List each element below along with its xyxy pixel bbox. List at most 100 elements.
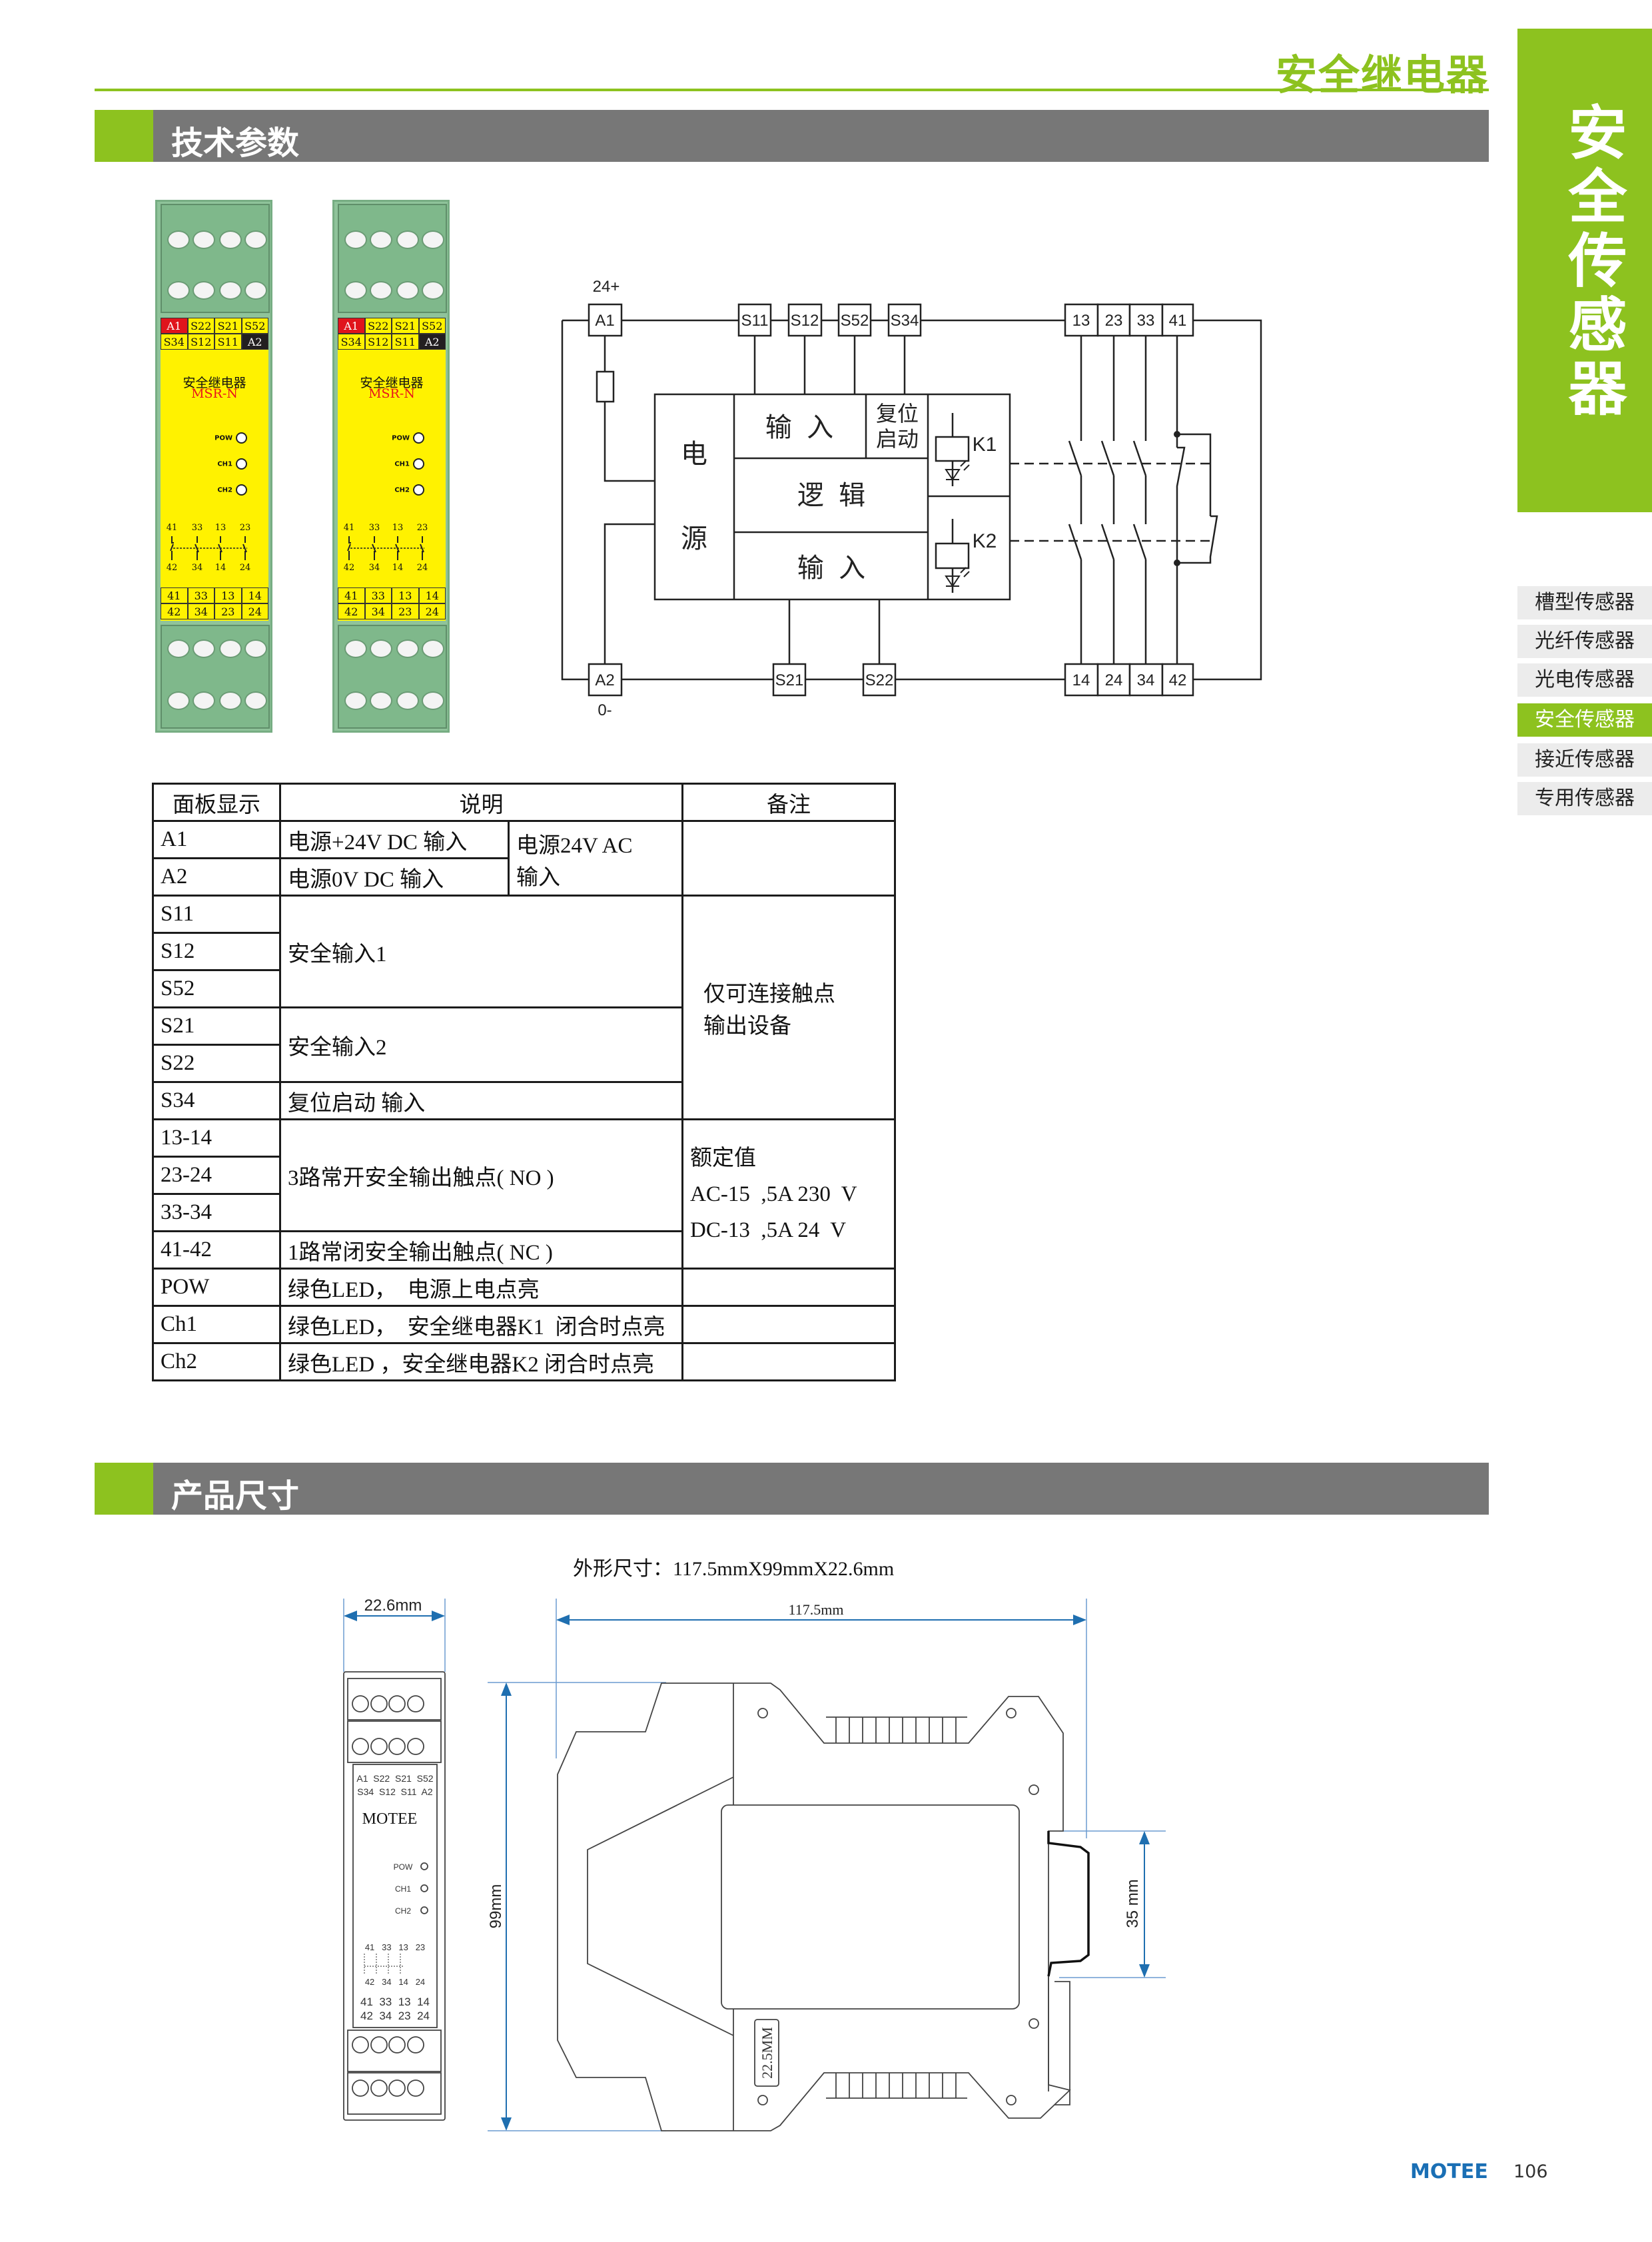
terminal-label: 14: [418, 587, 446, 603]
terminal-label: S11: [392, 334, 419, 350]
front-terminal-labels: A1 S22 S21 S52: [356, 1773, 433, 1784]
terminal-label: S52: [841, 312, 869, 330]
contact-number: 41: [166, 523, 178, 533]
label-panel: 安全继电器 MSR-N POW CH1 CH2 41 33 13 23 42 3…: [161, 318, 268, 621]
table-row: Ch2 绿色LED ，安全继电器K2 闭合时点亮: [152, 1342, 896, 1381]
device-model: MSR-N: [191, 386, 238, 401]
nav-item-fiber-sensor[interactable]: 光纤传感器: [1517, 625, 1652, 658]
row-label: S12: [152, 932, 281, 971]
row-label: Ch2: [152, 1342, 281, 1381]
side-tab-title: 安全传感器: [1559, 102, 1627, 422]
din-rail: [1047, 1831, 1090, 1977]
row-label: S22: [152, 1044, 281, 1083]
row-desc: 1路常闭安全输出触点( NC ): [279, 1230, 683, 1270]
plus-label: 24+: [593, 278, 620, 296]
led-label: POW: [392, 434, 410, 442]
terminal-label: 41: [1169, 312, 1187, 330]
led-ch1: CH1: [201, 458, 247, 470]
table-row: 41-42 1路常闭安全输出触点( NC ): [152, 1230, 895, 1270]
nav-item-proximity-sensor[interactable]: 接近传感器: [1517, 743, 1652, 777]
device-photo: 安全继电器 MSR-N POW CH1 CH2 41 33 13 23 42 3…: [155, 200, 272, 733]
contact-number: 24: [239, 563, 251, 573]
remark-line: AC-15 ,5A 230 V: [690, 1182, 857, 1206]
remark-line: DC-13 ,5A 24 V: [690, 1218, 847, 1242]
table-row: 33-34: [152, 1193, 895, 1232]
row-remark-empty: [681, 1305, 896, 1344]
led-label: CH2: [217, 486, 232, 494]
ac-power-line: 输入: [516, 866, 560, 890]
terminal-label: S22: [364, 318, 392, 334]
terminal-label: 33: [364, 587, 392, 603]
terminal-label: 13: [392, 587, 419, 603]
table-row: S22: [152, 1044, 895, 1083]
terminal-boxes: [588, 303, 1194, 697]
terminal-label: A2: [241, 334, 268, 350]
terminal-label: A1: [595, 312, 614, 330]
category-title: 安全继电器: [1275, 51, 1489, 99]
nav-item-slot-sensor[interactable]: 槽型传感器: [1517, 586, 1652, 619]
led-indicator-icon: [413, 432, 424, 444]
junction-dot: [1174, 560, 1180, 566]
footer-brand: MOTEE: [1410, 2160, 1488, 2183]
terminal-label: 34: [364, 603, 392, 619]
screw-terminal: [370, 281, 392, 300]
contact-number: 42: [166, 563, 178, 573]
nav-item-special-sensor[interactable]: 专用传感器: [1517, 782, 1652, 815]
contact-number: 14: [214, 563, 226, 573]
contact-symbol-icon: [170, 536, 247, 560]
section-header-tech-params: 技术参数: [95, 110, 1489, 162]
terminal-label: A1: [161, 318, 188, 334]
screw-terminal: [422, 281, 444, 300]
junction-dot: [1174, 431, 1180, 438]
row-remark-empty: [681, 820, 896, 897]
remark-line: 仅可连接触点: [703, 982, 835, 1006]
screw-terminal: [370, 639, 392, 658]
table-row: S12: [152, 932, 895, 971]
screw-terminal: [370, 691, 392, 710]
led-indicator-icon: [413, 484, 424, 496]
contact-number: 23: [239, 523, 251, 533]
module-width-label: 22.5MM: [759, 2027, 775, 2079]
terminal-label: A2: [418, 334, 446, 350]
screw-terminal: [167, 691, 190, 710]
row-desc: 绿色LED ，安全继电器K2 闭合时点亮: [279, 1342, 683, 1381]
screw-terminal: [396, 230, 419, 249]
screw-terminal: [167, 639, 190, 658]
row-desc: 电源0V DC 输入: [279, 857, 510, 897]
side-view-outline: [557, 1682, 1071, 2131]
minus-label: 0-: [598, 701, 612, 719]
terminal-label: S21: [214, 318, 242, 334]
terminal-label: S22: [187, 318, 214, 334]
table-row: S34 复位启动 输入: [152, 1081, 895, 1120]
screw-terminal: [422, 691, 444, 710]
row-desc: 安全输入2: [279, 1006, 683, 1083]
device-title: 安全继电器: [360, 376, 424, 390]
terminal-label: 23: [1105, 312, 1123, 330]
terminal-label: 14: [1072, 671, 1090, 689]
nav-item-safety-sensor[interactable]: 安全传感器: [1517, 703, 1652, 737]
led-ch1: CH1: [378, 458, 424, 470]
front-contact-labels: 41 33 13 23: [365, 1942, 425, 1952]
terminal-label: S34: [161, 334, 188, 350]
terminal-block-bottom: [161, 625, 270, 729]
terminal-label: 24: [1105, 671, 1123, 689]
front-contact-symbol-icon: [364, 1954, 403, 1975]
contact-number: 24: [416, 563, 428, 573]
contact-number: 33: [191, 523, 203, 533]
screw-terminal: [244, 691, 267, 710]
row-desc: 绿色LED， 安全继电器K1 闭合时点亮: [279, 1305, 683, 1344]
row-desc: 电源+24V DC 输入: [279, 820, 510, 859]
screw-terminal: [344, 691, 367, 710]
page-number: 106: [1513, 2161, 1548, 2182]
led-pow: POW: [201, 432, 247, 444]
table-row: S11 安全输入1 仅可连接触点输出设备: [152, 895, 896, 1120]
side-category-tab: 安全传感器: [1517, 29, 1652, 512]
remark-contact-only: 仅可连接触点输出设备: [681, 895, 896, 1120]
terminal-label: S34: [338, 334, 365, 350]
nav-item-photoelectric-sensor[interactable]: 光电传感器: [1517, 663, 1652, 697]
screw-terminal: [167, 281, 190, 300]
length-dimension-label: 117.5mm: [789, 1601, 844, 1618]
terminal-block-top: [338, 204, 447, 313]
